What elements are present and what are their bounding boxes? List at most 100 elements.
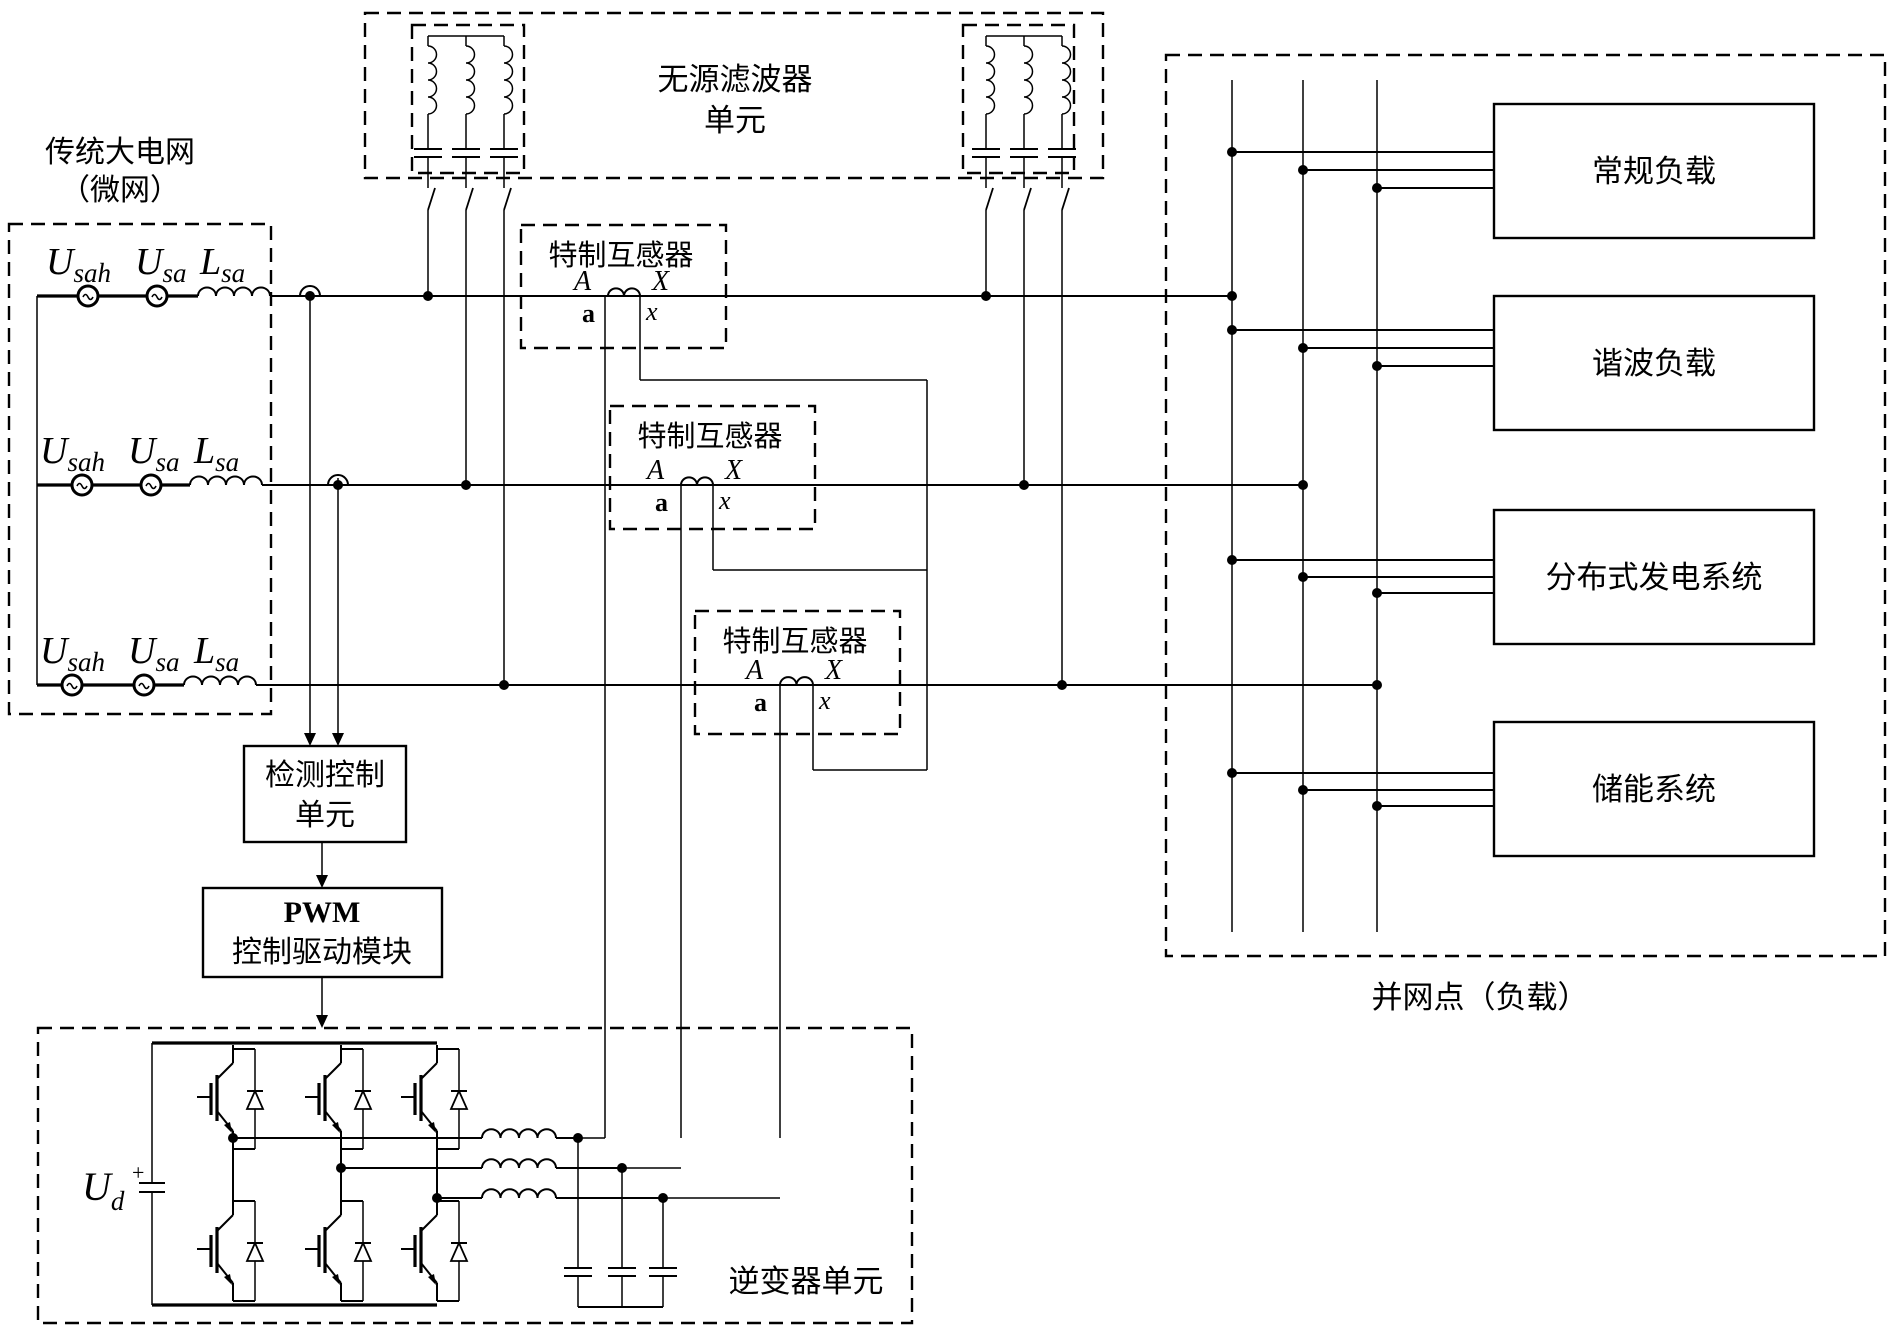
terminal-A: A xyxy=(645,455,665,486)
pwm-label-line2: 控制驱动模块 xyxy=(232,935,412,970)
terminal-x: x xyxy=(718,486,731,515)
grid-title-line2: （微网） xyxy=(60,173,180,208)
inductor-icon xyxy=(503,45,514,115)
switch-icon[interactable] xyxy=(465,187,474,211)
inductor-label: Lsa xyxy=(193,430,239,477)
feeder-junction-dot xyxy=(1298,572,1308,582)
load-1: 常规负载 xyxy=(1227,102,1816,240)
switch-icon[interactable] xyxy=(1023,187,1032,211)
switch-icon[interactable] xyxy=(1061,187,1070,211)
emitter-arrow-icon xyxy=(224,1122,232,1133)
inverter-block: 逆变器单元 Ud + xyxy=(36,1026,914,1325)
inductor-icon xyxy=(1061,45,1072,115)
grid-boundary xyxy=(7,222,273,716)
filter-tap-dot xyxy=(499,680,509,690)
inductor-icon xyxy=(985,45,996,115)
ac-source-icon xyxy=(60,673,84,697)
arrow-head-icon xyxy=(304,733,316,746)
pwm-drive-module xyxy=(201,886,444,979)
feeder-junction-dot xyxy=(1227,325,1237,335)
inductor-icon xyxy=(1023,45,1034,115)
ac-source-icon xyxy=(132,673,156,697)
igbt-collector xyxy=(216,1214,234,1232)
load-side-caption: 并网点（负载） xyxy=(1372,980,1589,1016)
switch-icon[interactable] xyxy=(503,187,512,211)
igbt-lower-1 xyxy=(197,1197,265,1302)
filter-bank-boundary xyxy=(961,23,1076,175)
terminal-x: x xyxy=(818,686,831,715)
inductor-label: Lsa xyxy=(193,630,239,677)
diode-icon xyxy=(245,1088,265,1110)
emitter-arrow-icon xyxy=(428,1122,436,1133)
control-chain: 检测控制 单元 PWM 控制驱动模块 xyxy=(201,300,444,1028)
switch-icon[interactable] xyxy=(427,187,436,211)
pwm-label-line1: PWM xyxy=(284,896,361,929)
load-label: 储能系统 xyxy=(1592,772,1716,808)
terminal-a: a xyxy=(582,299,595,328)
grid-inductor-icon xyxy=(189,475,263,486)
output-inductor-icon xyxy=(481,1158,557,1169)
inductor-label: Lsa xyxy=(199,241,245,288)
plus-sign: + xyxy=(132,1160,144,1185)
detection-label-line2: 单元 xyxy=(295,798,355,833)
feeder-junction-dot xyxy=(1298,165,1308,175)
igbt-collector xyxy=(324,1062,342,1080)
arrow-head-icon xyxy=(316,1015,328,1028)
grid-inductor-icon xyxy=(197,286,271,297)
phase-row-3: Usah Usa Lsa xyxy=(37,630,1377,697)
ac-source-icon xyxy=(139,473,163,497)
passive-filter-block: 无源滤波器 单元 xyxy=(363,11,1105,690)
sense-tap-dot xyxy=(305,291,315,301)
dc-link-label: Ud xyxy=(82,1164,125,1216)
detection-label-line1: 检测控制 xyxy=(265,758,385,793)
filter-bank-1 xyxy=(410,23,526,690)
bus-junction-dot xyxy=(1298,480,1308,490)
load-box xyxy=(1492,294,1816,432)
load-label: 谐波负载 xyxy=(1592,346,1716,382)
harmonic-source-label: Usah xyxy=(40,430,105,477)
inductor-icon xyxy=(427,45,438,115)
grid-title-line1: 传统大电网 xyxy=(45,135,195,170)
diode-icon xyxy=(449,1088,469,1110)
terminal-X: X xyxy=(651,266,670,297)
source-label: Usa xyxy=(128,630,179,677)
feeder-junction-dot xyxy=(1372,183,1382,193)
phase-row-2: Usah Usa Lsa xyxy=(37,430,1303,497)
transformer-boundary xyxy=(693,609,902,736)
feeder-junction-dot xyxy=(1372,361,1382,371)
source-label: Usa xyxy=(128,430,179,477)
filter-tap-dot xyxy=(1057,680,1067,690)
harmonic-source-label: Usah xyxy=(40,630,105,677)
transformer-label: 特制互感器 xyxy=(548,238,693,272)
feeder-junction-dot xyxy=(1227,768,1237,778)
crossover-hop-icon xyxy=(299,285,321,297)
transformer-label: 特制互感器 xyxy=(722,624,867,658)
igbt-collector xyxy=(216,1062,234,1080)
output-inductor-icon xyxy=(481,1128,557,1139)
inductor-icon xyxy=(465,45,476,115)
emitter-arrow-icon xyxy=(224,1274,232,1285)
filter-tap-dot xyxy=(981,291,991,301)
terminal-a: a xyxy=(754,688,767,717)
load-side-boundary xyxy=(1164,53,1887,958)
filter-tap-dot xyxy=(423,291,433,301)
switch-icon[interactable] xyxy=(985,187,994,211)
grid-block: 传统大电网 （微网） xyxy=(7,135,273,716)
inverter-circuit: + xyxy=(132,1041,677,1308)
diode-icon xyxy=(245,1240,265,1262)
terminal-x: x xyxy=(645,297,658,326)
filter-tap-dot xyxy=(461,480,471,490)
igbt-upper-2 xyxy=(305,1045,373,1150)
inverter-boundary xyxy=(36,1026,914,1325)
feeder-junction-dot xyxy=(1298,785,1308,795)
emitter-arrow-icon xyxy=(428,1274,436,1285)
igbt-upper-3 xyxy=(401,1045,469,1150)
grid-inductor-icon xyxy=(183,675,257,686)
load-label: 常规负载 xyxy=(1592,154,1716,190)
